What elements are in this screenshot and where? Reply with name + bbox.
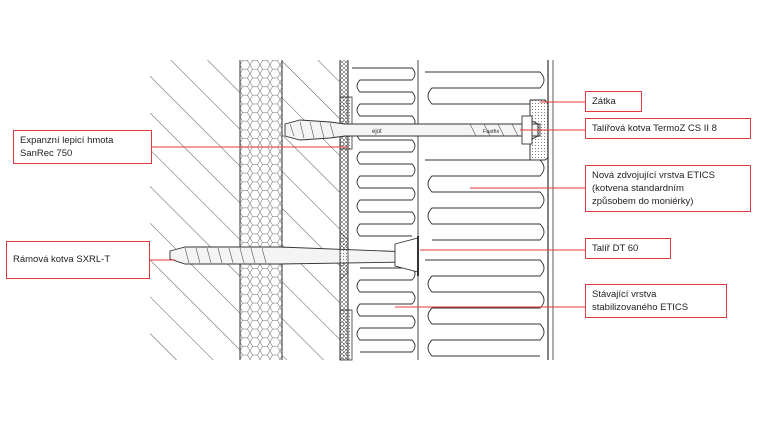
upper-anchor-mark-2: Fastfix xyxy=(483,129,499,135)
zatka-text: Zátka xyxy=(592,96,616,107)
label-zatka: Zátka xyxy=(585,91,642,112)
label-nova-vrstva: Nová zdvojující vrstva ETICS (kotvena st… xyxy=(585,165,751,212)
label-talir: Talíř DT 60 xyxy=(585,238,671,259)
masonry-wall xyxy=(150,60,240,360)
callout-lines xyxy=(150,101,585,308)
stavajici-line-2: stabilizovaného ETICS xyxy=(592,302,689,313)
label-talirova-kotva: Talířová kotva TermoZ CS II 8 xyxy=(585,118,751,139)
stavajici-line-1: Stávající vrstva xyxy=(592,289,657,300)
label-ramova-kotva: Rámová kotva SXRL-T xyxy=(6,241,150,279)
talir-text: Talíř DT 60 xyxy=(592,243,639,254)
existing-etics-insulation xyxy=(352,60,419,360)
nova-vrstva-line-3: způsobem do moniérky) xyxy=(592,196,694,207)
expanzni-line-2: SanRec 750 xyxy=(20,148,73,159)
ramova-kotva-text: Rámová kotva SXRL-T xyxy=(13,254,111,265)
sxrl-frame-anchor xyxy=(169,231,419,281)
hex-block-wall xyxy=(239,60,283,360)
upper-anchor-mark: ejot xyxy=(372,129,382,135)
talirova-kotva-text: Talířová kotva TermoZ CS II 8 xyxy=(592,123,717,134)
nova-vrstva-line-1: Nová zdvojující vrstva ETICS xyxy=(592,170,716,181)
termoz-plate-anchor: ejot Fastfix xyxy=(284,99,549,161)
expanzni-line-1: Expanzní lepicí hmota xyxy=(20,135,114,146)
nova-vrstva-line-2: (kotvena standardním xyxy=(592,183,684,194)
label-stavajici-vrstva: Stávající vrstva stabilizovaného ETICS xyxy=(585,284,727,318)
label-expanzni-hmota: Expanzní lepicí hmota SanRec 750 xyxy=(13,130,152,164)
render-layer xyxy=(282,60,341,360)
adhesive-strip xyxy=(339,60,353,361)
